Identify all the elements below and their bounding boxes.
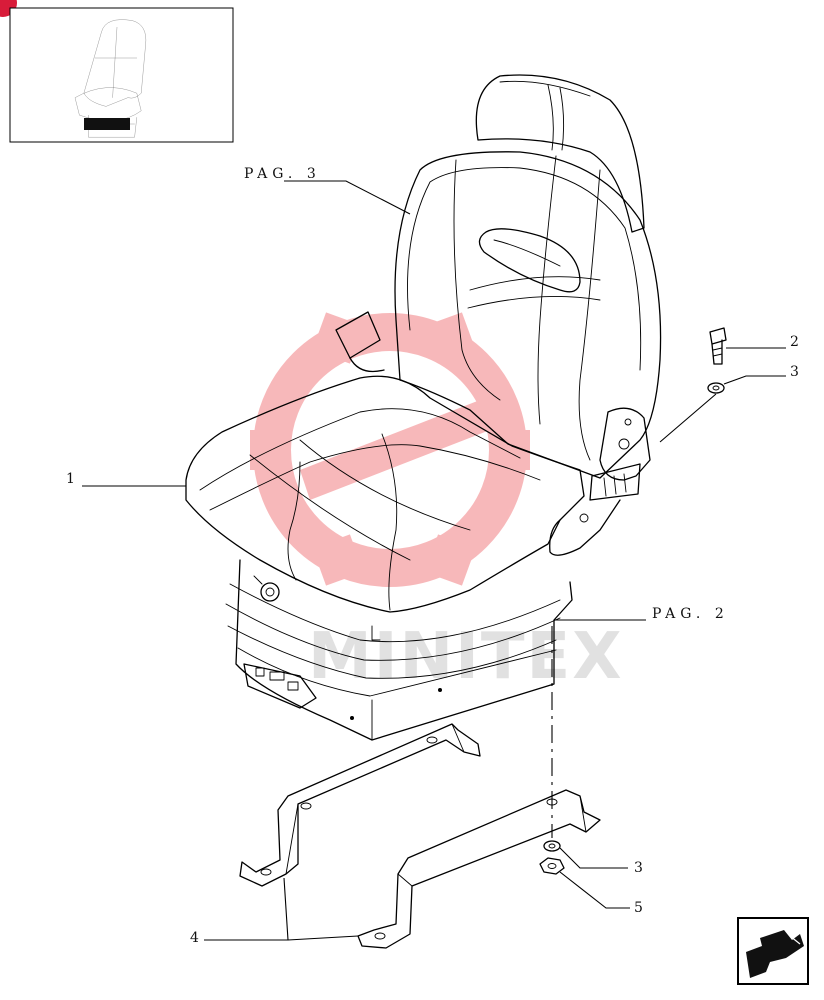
callout-pag2: PAG. 2 [652,606,729,622]
callout-3b: 3 [634,860,643,876]
callout-pag3: PAG. 3 [244,166,321,182]
watermark-text: MINITEX [308,620,624,694]
leader-5 [559,871,630,909]
leader-4 [204,877,359,941]
seat-suspension-base [225,559,573,741]
next-page-arrow-icon[interactable] [737,917,809,985]
leader-3a-seat [659,393,717,443]
washer-part [707,382,725,394]
leader-pag3 [284,180,411,215]
bolt-part [709,327,727,365]
callout-5: 5 [634,900,643,916]
callout-1: 1 [66,471,75,487]
callout-2: 2 [790,334,799,350]
leader-3b [559,847,628,869]
nut-part [539,857,565,875]
seat-thumbnail-icon[interactable] [9,7,234,143]
callout-3a: 3 [790,364,799,380]
mounting-bracket-rear [239,723,481,887]
seat-backrest [394,74,662,479]
watermark-logo [250,312,530,587]
leader-3a [723,375,786,385]
seat-cushion [185,311,651,613]
callout-4: 4 [190,930,199,946]
washer-part-lower [543,840,561,852]
